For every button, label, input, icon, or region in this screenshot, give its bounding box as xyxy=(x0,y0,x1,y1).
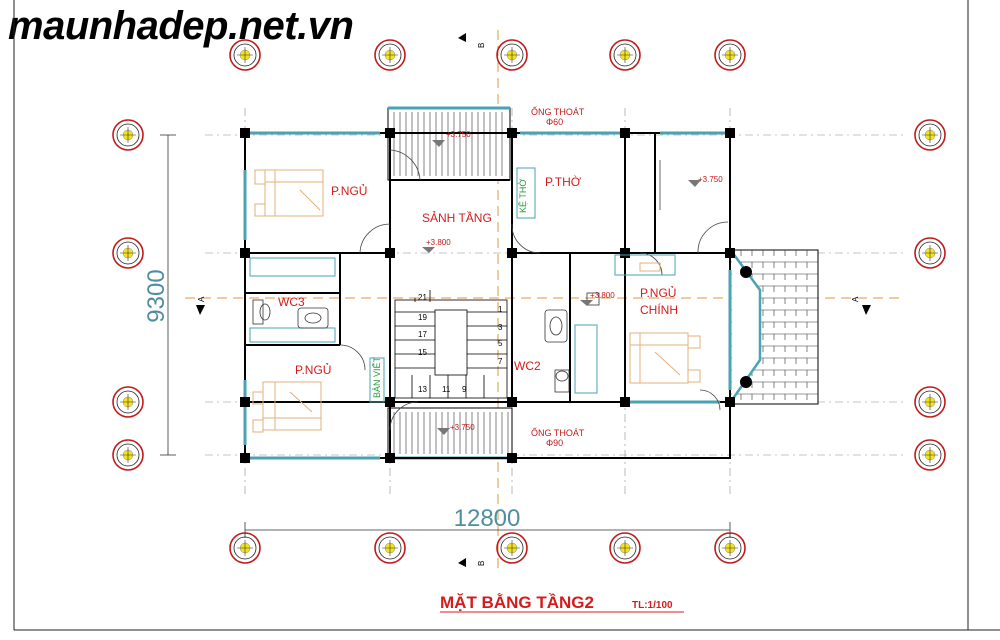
desk-label: BÀN VIẾT xyxy=(372,356,382,398)
grid-bubble xyxy=(374,39,406,71)
balcony-top xyxy=(387,106,511,181)
grid-bubble xyxy=(914,439,946,471)
doors xyxy=(339,149,729,431)
column xyxy=(240,248,250,258)
stair-step: 13 xyxy=(418,385,427,394)
stair-step: 7 xyxy=(498,357,503,366)
column xyxy=(385,248,395,258)
grid-bubble xyxy=(714,532,746,564)
section-arrows xyxy=(196,33,871,567)
column xyxy=(385,453,395,463)
grid-bubble xyxy=(609,39,641,71)
balcony-bottom xyxy=(387,407,513,460)
furniture xyxy=(252,169,701,433)
stair-step: 9 xyxy=(462,385,467,394)
pipe-label-2: ỐNG THOÁT xyxy=(531,427,585,438)
grid-bubble xyxy=(496,532,528,564)
column xyxy=(507,397,517,407)
column xyxy=(240,128,250,138)
grid-bubble xyxy=(112,439,144,471)
section-label-b-bottom: B xyxy=(477,561,486,566)
column xyxy=(507,248,517,258)
grid-bubble xyxy=(112,119,144,151)
stair-step: 17 xyxy=(418,330,427,339)
room-label-wc2: WC2 xyxy=(514,359,541,373)
elevation-2: +3.800 xyxy=(426,238,451,247)
column xyxy=(240,453,250,463)
elevation-markers xyxy=(422,140,701,435)
room-label-bedroom-1: P.NGỦ xyxy=(331,183,367,198)
stair-step: 5 xyxy=(498,339,503,348)
grid-bubble xyxy=(496,39,528,71)
section-label-a-left: A xyxy=(197,296,206,302)
column xyxy=(507,128,517,138)
balcony-right xyxy=(729,249,819,405)
section-label-b-top: B xyxy=(477,43,486,48)
pipe-size-2: Φ90 xyxy=(546,438,563,448)
room-label-master-2: CHÍNH xyxy=(640,302,678,317)
column xyxy=(620,128,630,138)
dimension-height: 9300 xyxy=(143,269,170,322)
columns xyxy=(240,128,735,463)
pipe-label-1: ỐNG THOÁT xyxy=(531,106,585,117)
grid-bubble xyxy=(112,237,144,269)
column xyxy=(620,397,630,407)
grid-bubble xyxy=(914,237,946,269)
pipe-size-1: Φ60 xyxy=(546,117,563,127)
wardrobes xyxy=(249,167,598,403)
grid-bubble xyxy=(609,532,641,564)
site-watermark: maunhadep.net.vn xyxy=(8,4,354,48)
section-label-a-right: A xyxy=(851,296,860,302)
column xyxy=(385,128,395,138)
grid-bubble xyxy=(914,119,946,151)
elevation-5: +3.750 xyxy=(450,423,475,432)
room-label-altar: P.THỜ xyxy=(545,174,582,189)
stair-step: 3 xyxy=(498,323,503,332)
grid-bubble xyxy=(229,39,261,71)
dimension-width: 12800 xyxy=(454,505,521,532)
stair xyxy=(394,290,508,399)
stair-step: 21 xyxy=(418,293,427,302)
stair-step: 19 xyxy=(418,313,427,322)
column xyxy=(725,397,735,407)
column xyxy=(507,453,517,463)
elevation-4: +3.800 xyxy=(590,291,615,300)
elevation-3: +3.750 xyxy=(698,175,723,184)
column xyxy=(725,248,735,258)
sanitary xyxy=(252,292,600,393)
room-label-lobby: SẢNH TẦNG xyxy=(422,210,492,225)
grid-bubbles xyxy=(112,39,946,564)
grid-bubble xyxy=(374,532,406,564)
column xyxy=(240,397,250,407)
grid-bubble xyxy=(914,386,946,418)
stair-step: 1 xyxy=(498,305,503,314)
column xyxy=(385,397,395,407)
room-label-bedroom-2: P.NGỦ xyxy=(295,362,331,377)
grid-bubble xyxy=(112,386,144,418)
elevation-1: +3.750 xyxy=(446,130,471,139)
column xyxy=(620,248,630,258)
room-label-master-1: P.NGỦ xyxy=(640,285,676,300)
grid-bubble xyxy=(714,39,746,71)
stair-step: 15 xyxy=(418,348,427,357)
dimension-lines xyxy=(160,134,731,538)
stair-step: 11 xyxy=(442,385,451,394)
column xyxy=(725,128,735,138)
labels: P.NGỦ SẢNH TẦNG P.THỜ WC3 P.NGỦ WC2 P.NG… xyxy=(143,43,860,613)
altar-shelf-label: KỆ THỜ xyxy=(518,179,528,213)
room-label-wc3: WC3 xyxy=(278,295,305,309)
plan-scale: TL:1/100 xyxy=(632,600,673,611)
windows xyxy=(243,131,732,460)
plan-title: MẶT BẰNG TẦNG2 xyxy=(440,593,594,612)
